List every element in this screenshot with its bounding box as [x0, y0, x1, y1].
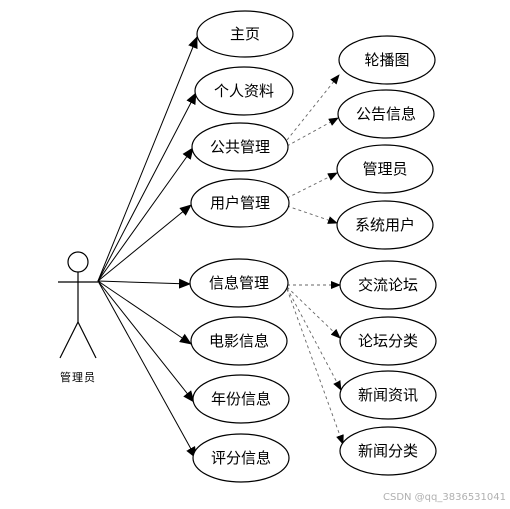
use-case-rating: 评分信息: [192, 433, 290, 483]
use-case-label: 用户管理: [210, 194, 270, 212]
actor-label: 管理员: [60, 370, 96, 384]
use-case-label: 年份信息: [211, 390, 271, 408]
sub-use-case-label: 管理员: [362, 160, 407, 178]
assoc-rating: [97, 280, 197, 459]
watermark-text: CSDN @qq_3836531041: [383, 492, 506, 503]
sub-use-case-carousel: 轮播图: [338, 35, 436, 85]
use-case-info: 信息管理: [189, 258, 289, 308]
assoc-profile: [97, 92, 197, 282]
sub-use-case-label: 系统用户: [355, 216, 415, 234]
use-case-home: 主页: [196, 10, 294, 58]
actor-head: [67, 251, 89, 273]
sub-use-case-label: 新闻资讯: [358, 386, 418, 404]
assoc-year: [97, 280, 195, 403]
sub-use-case-label: 新闻分类: [358, 442, 418, 460]
assoc-home: [97, 36, 198, 282]
sub-use-case-forumcat: 论坛分类: [339, 316, 437, 366]
sub-use-case-label: 论坛分类: [358, 332, 418, 350]
use-case-label: 电影信息: [209, 332, 269, 350]
use-case-label: 主页: [230, 25, 260, 43]
use-case-label: 个人资料: [214, 82, 274, 100]
use-case-year: 年份信息: [192, 374, 290, 424]
link-notice: [286, 117, 339, 147]
associations: [97, 36, 198, 459]
sub-use-case-forum: 交流论坛: [339, 260, 437, 310]
use-case-label: 公共管理: [210, 138, 270, 156]
sub-use-case-label: 轮播图: [364, 51, 409, 69]
use-case-movie: 电影信息: [190, 316, 288, 366]
actor: 管理员: [58, 251, 98, 384]
link-forumcat: [286, 286, 341, 339]
sub-use-case-news: 新闻资讯: [339, 370, 437, 420]
link-sysuser: [286, 205, 338, 224]
link-newscat: [286, 288, 344, 445]
sub-use-case-newscat: 新闻分类: [339, 426, 437, 476]
assoc-info: [97, 278, 191, 289]
link-news: [286, 287, 342, 391]
actor-left-leg: [59, 321, 79, 359]
use-case-label: 评分信息: [211, 449, 271, 467]
use-case-profile: 个人资料: [194, 66, 294, 116]
assoc-movie: [97, 280, 192, 345]
sub-use-case-label: 公告信息: [356, 105, 416, 123]
sub-use-case-notice: 公告信息: [337, 89, 435, 139]
actor-right-leg: [77, 321, 97, 359]
assoc-user: [97, 204, 192, 282]
link-carousel: [286, 74, 340, 141]
use-case-public: 公共管理: [191, 122, 289, 172]
include-links: [286, 74, 344, 445]
use-case-label: 信息管理: [209, 274, 269, 292]
sub-use-case-sysuser: 系统用户: [336, 200, 434, 250]
assoc-public: [97, 147, 194, 282]
use-case-user: 用户管理: [190, 178, 290, 228]
sub-use-case-label: 交流论坛: [358, 276, 418, 294]
link-admin: [286, 172, 338, 199]
sub-use-case-admin: 管理员: [336, 144, 434, 194]
